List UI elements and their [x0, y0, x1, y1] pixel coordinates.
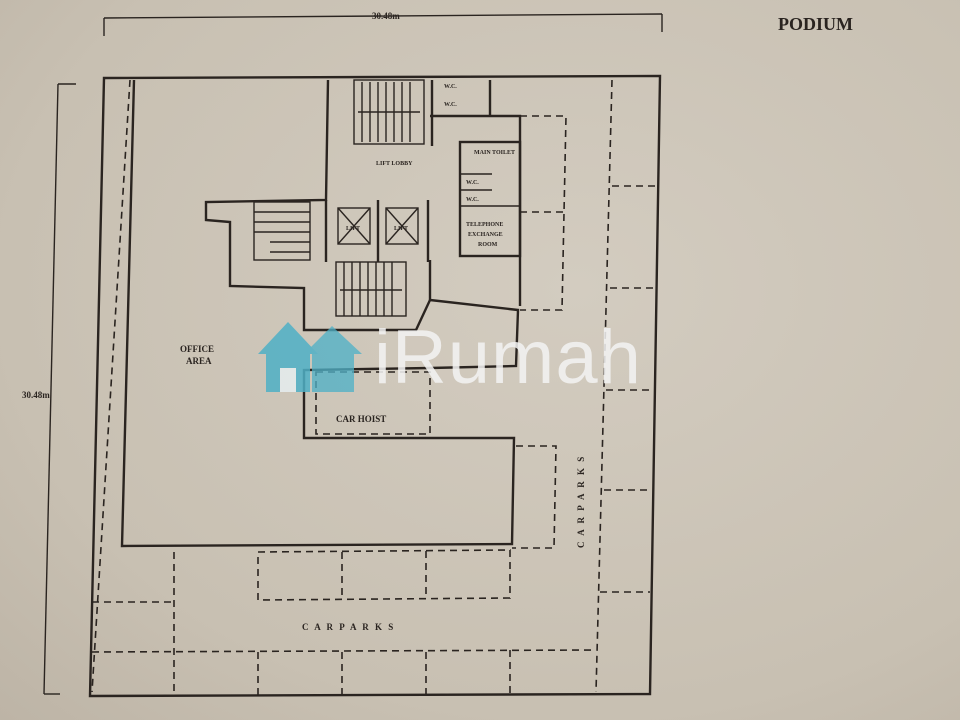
wc-label: W.C. — [444, 102, 457, 108]
lift-2: LIFT — [385, 207, 419, 245]
telephone-label-1: TELEPHONE — [466, 222, 503, 228]
car-hoist — [315, 371, 431, 435]
office-area-label-1: OFFICE — [180, 344, 214, 354]
office-area-label-2: AREA — [186, 356, 212, 366]
car-parks-right-label: C A R P A R K S — [576, 455, 586, 548]
core-outline — [204, 79, 432, 332]
house-logo-icon — [258, 322, 362, 392]
telephone-label-2: EXCHANGE — [468, 232, 503, 238]
dimension-top: 30.48m — [103, 11, 663, 36]
office-outline — [120, 79, 520, 548]
car-hoist-label: CAR HOIST — [336, 414, 386, 424]
svg-text:LIFT: LIFT — [346, 226, 360, 232]
toilet-block — [458, 140, 522, 258]
height-dimension-label: 30.48m — [22, 390, 50, 400]
plan-title: PODIUM — [778, 14, 853, 34]
wall — [430, 114, 522, 306]
svg-text:LIFT: LIFT — [394, 226, 408, 232]
wc-label: W.C. — [444, 84, 457, 90]
wc-label: W.C. — [466, 180, 479, 186]
car-parks-bottom — [91, 549, 597, 696]
car-parks-bottom-label: C A R P A R K S — [302, 622, 395, 632]
left-setback — [91, 79, 131, 693]
width-dimension-label: 30.48m — [372, 11, 400, 21]
dimension-left: 30.48m — [22, 83, 76, 695]
main-toilet-label: MAIN TOILET — [474, 150, 515, 156]
wc-label: W.C. — [466, 197, 479, 203]
staircase-left — [253, 201, 311, 261]
lift-lobby-label: LIFT LOBBY — [376, 161, 413, 167]
lift-1: LIFT — [337, 207, 371, 245]
staircase-top — [353, 79, 425, 145]
site-boundary — [88, 74, 662, 698]
car-parks-right — [512, 79, 655, 693]
telephone-label-3: ROOM — [478, 242, 498, 248]
staircase-bottom — [335, 261, 407, 317]
watermark-text: iRumah — [374, 315, 642, 400]
watermark: iRumah — [258, 318, 642, 398]
